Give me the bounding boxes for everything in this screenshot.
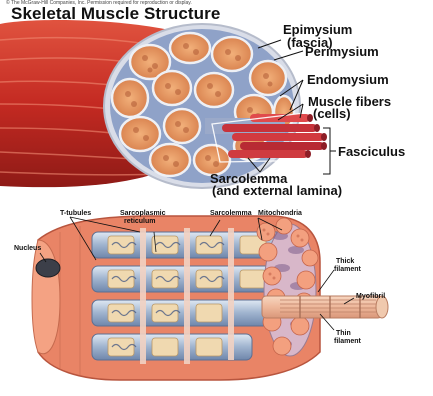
muscle-cross-section [0, 20, 330, 188]
label-nucleus: Nucleus [14, 245, 41, 252]
muscle-fiber-cutaway [32, 216, 388, 380]
label-external-lamina: (and external lamina) [212, 184, 342, 197]
label-perimysium: Perimysium [305, 45, 379, 58]
label-thick: Thick [336, 258, 354, 265]
label-endomysium: Endomysium [307, 73, 389, 86]
label-cells: (cells) [313, 107, 351, 120]
label-thin: Thin [336, 330, 351, 337]
label-t-tubules: T-tubules [60, 210, 91, 217]
label-myofibril: Myofibril [356, 293, 385, 300]
label-fasciculus: Fasciculus [338, 145, 405, 158]
diagram-title: Skeletal Muscle Structure [11, 4, 220, 24]
label-thin-filament: filament [334, 338, 361, 345]
label-mitochondria: Mitochondria [258, 210, 302, 217]
label-sarcolemma-bottom: Sarcolemma [210, 210, 252, 217]
label-sarcoplasmic: Sarcoplasmic [120, 210, 166, 217]
label-thick-filament: filament [334, 266, 361, 273]
label-reticulum: reticulum [124, 218, 156, 225]
